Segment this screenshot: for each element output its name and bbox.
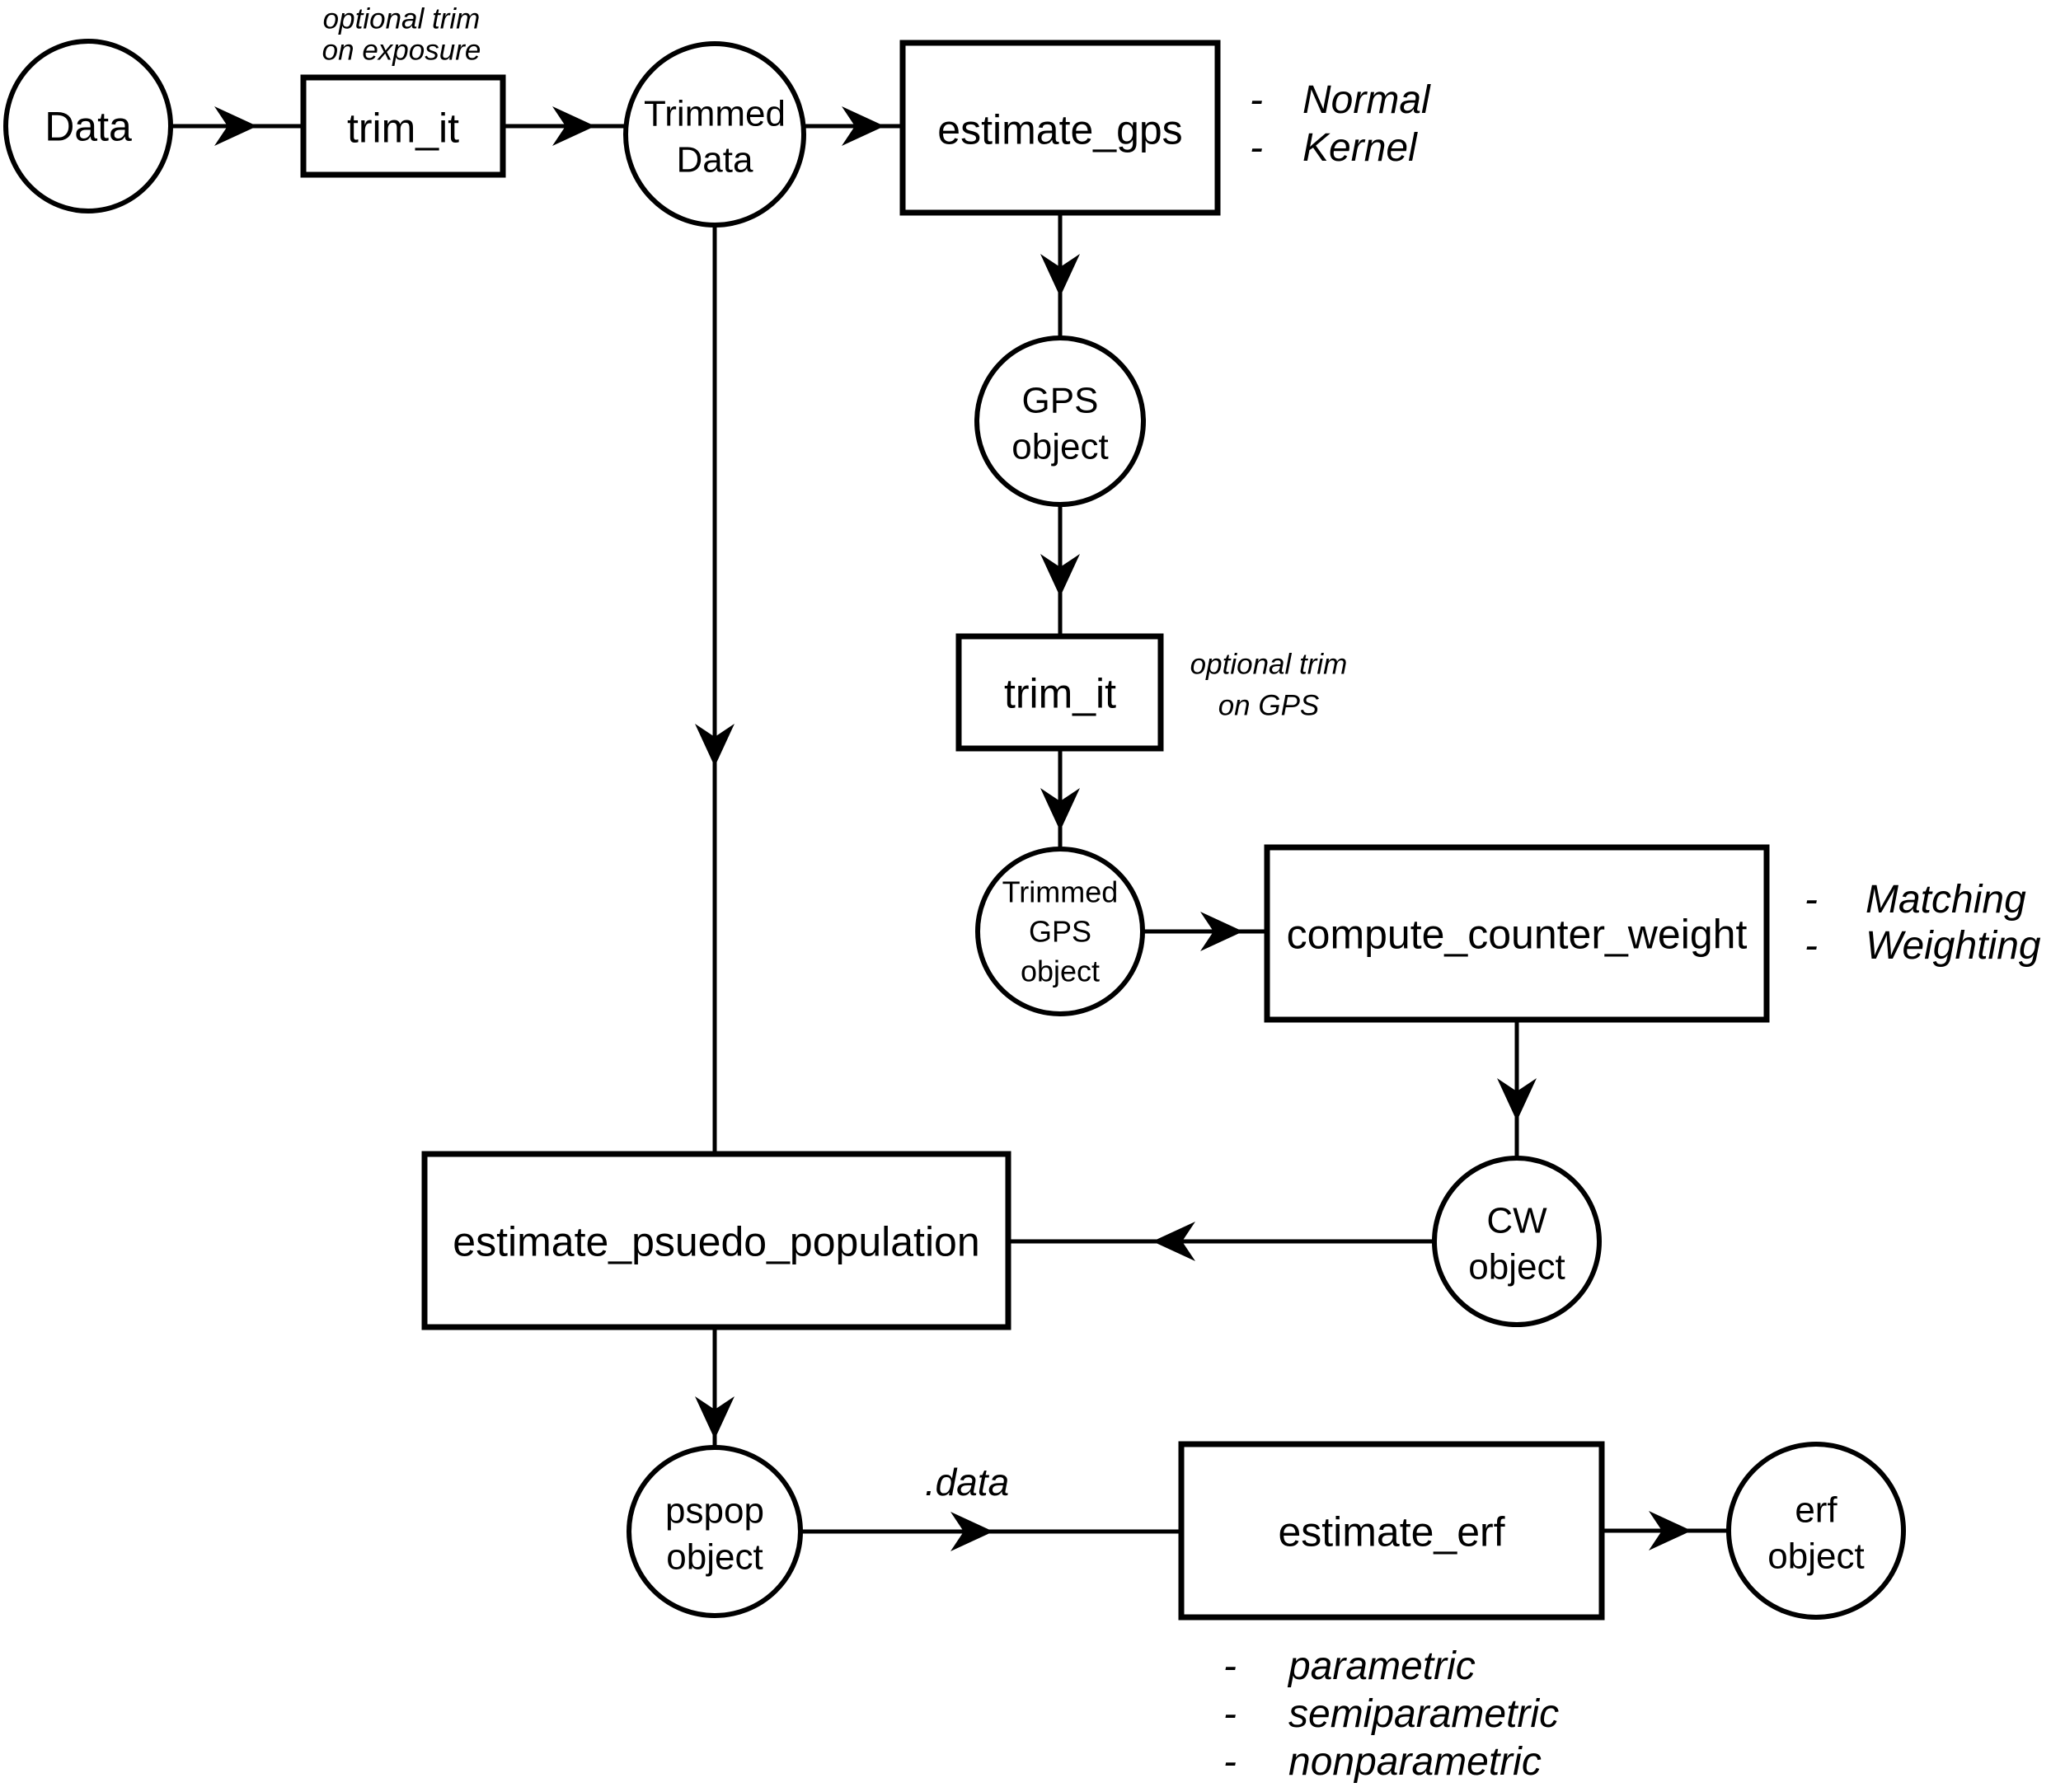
erf-method-semiparametric: semiparametric (1288, 1692, 1559, 1736)
cw-method-matching: Matching (1866, 878, 2026, 922)
cw-method-dash-1: - (1805, 878, 1818, 922)
trimit-gps-label: trim_it (1004, 671, 1116, 717)
data-node-label: Data (45, 104, 132, 150)
arrowheads (214, 106, 1692, 1551)
estimate-gps-box (899, 40, 1221, 216)
cw-object-label-line1: CW (1486, 1200, 1547, 1241)
estimate-psuedo-population-box (421, 1151, 1011, 1330)
cw-method-weighting: Weighting (1866, 924, 2041, 968)
trimit-gps-box (955, 633, 1164, 752)
edge-label-dot-data: .data (925, 1461, 1009, 1503)
annotations: optional trim on exposure optional trim … (322, 2, 2041, 1784)
trimmed-gps-object-label-line1: Trimmed (1002, 875, 1119, 909)
estimate-erf-label: estimate_erf (1278, 1509, 1504, 1555)
note-optional-trim-gps-line1: optional trim (1190, 648, 1348, 680)
data-node-ellipse (3, 39, 173, 213)
erf-object-label-line2: object (1767, 1536, 1864, 1576)
note-optional-trim-gps-line2: on GPS (1218, 689, 1320, 721)
gps-object-ellipse (974, 335, 1146, 507)
trimmed-gps-object-label-line2: GPS (1029, 915, 1091, 949)
erf-object-ellipse (1726, 1442, 1906, 1620)
trimmed-gps-object-ellipse (975, 847, 1145, 1016)
trimmed-gps-object-label-line3: object (1021, 955, 1100, 988)
note-optional-trim-exposure-line2: on exposure (322, 34, 481, 66)
cw-object-label-line2: object (1468, 1246, 1565, 1287)
pspop-object-ellipse (627, 1445, 803, 1618)
nodes: Data trim_it Trimmed Data estimate_gps G… (3, 39, 1906, 1621)
gps-method-kernel: Kernel (1302, 126, 1418, 170)
estimate-gps-label: estimate_gps (937, 107, 1182, 153)
erf-object-label-line1: erf (1795, 1489, 1837, 1530)
trimmed-data-label-line2: Data (677, 139, 753, 180)
pspop-object-label-line1: pspop (665, 1490, 764, 1531)
trimmed-data-ellipse (623, 41, 806, 228)
trimmed-data-label-line1: Trimmed (644, 93, 786, 134)
note-optional-trim-exposure-line1: optional trim (323, 2, 481, 35)
gps-object-label-line2: object (1011, 426, 1108, 467)
pspop-object-label-line2: object (666, 1536, 763, 1577)
cw-object-ellipse (1432, 1156, 1602, 1327)
erf-method-dash-3: - (1223, 1740, 1237, 1784)
gps-object-label-line1: GPS (1022, 380, 1099, 420)
trimit-exposure-label: trim_it (347, 106, 459, 152)
estimate-erf-box (1178, 1441, 1605, 1621)
estimate-psuedo-population-label: estimate_psuedo_population (453, 1219, 979, 1265)
gps-method-normal: Normal (1302, 78, 1431, 122)
compute-counter-weight-box (1264, 844, 1770, 1023)
compute-counter-weight-label: compute_counter_weight (1287, 912, 1748, 958)
erf-method-parametric: parametric (1287, 1644, 1476, 1688)
erf-method-nonparametric: nonparametric (1288, 1740, 1542, 1784)
erf-method-dash-1: - (1223, 1644, 1237, 1688)
trimit-exposure-box (300, 74, 506, 178)
gps-method-dash-1: - (1250, 78, 1263, 122)
erf-method-dash-2: - (1223, 1692, 1237, 1736)
gps-method-dash-2: - (1250, 126, 1263, 170)
cw-method-dash-2: - (1805, 924, 1818, 968)
